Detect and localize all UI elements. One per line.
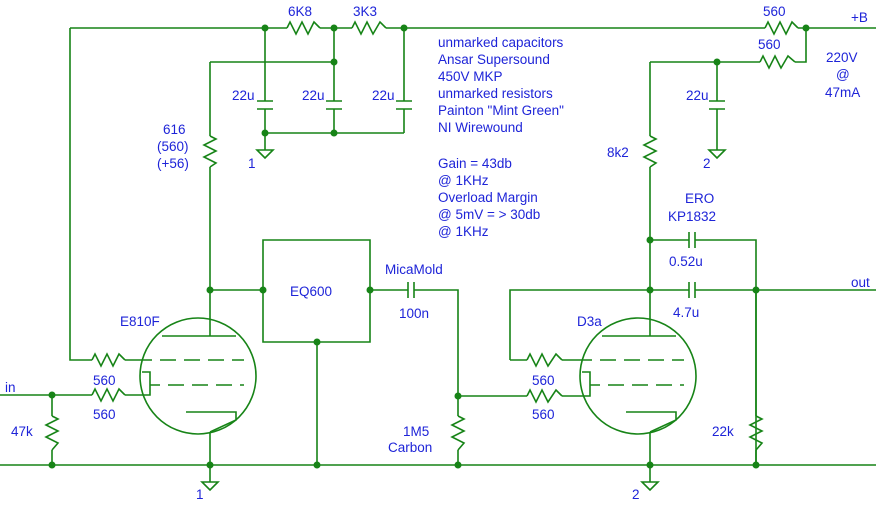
label-r-560-grid2: 560: [93, 407, 116, 422]
label-supply-voltage: 220V: [826, 50, 858, 65]
label-r-1m5: 1M5: [403, 424, 429, 439]
label-supply-at: @: [836, 67, 850, 82]
label-plus-b: +B: [851, 10, 868, 25]
label-r-616-alt1: (560): [157, 139, 189, 154]
label-kp1832: KP1832: [668, 209, 716, 224]
label-in: in: [5, 380, 16, 395]
ground-symbol-2-bottom: [640, 481, 660, 492]
label-ground-1-top: 1: [248, 156, 256, 171]
label-r-1m5-type: Carbon: [388, 440, 432, 455]
resistor-47k: [44, 415, 60, 451]
component-labels: 6K8 3K3 560 560 +B 220V @ 47mA 22u 22u 2…: [5, 4, 870, 502]
resistor-616: [202, 135, 218, 168]
resistor-560-grid3: [526, 352, 563, 368]
note-line: Ansar Supersound: [438, 52, 550, 67]
label-ground-1-bottom: 1: [196, 487, 204, 502]
spec-line: Overload Margin: [438, 190, 538, 205]
spec-line: Gain = 43db: [438, 156, 512, 171]
label-out: out: [851, 275, 870, 290]
label-micamold: MicaMold: [385, 262, 443, 277]
capacitor-22u-d: [709, 100, 725, 110]
label-r-560-second: 560: [758, 37, 781, 52]
ground-symbol-2-top: [707, 149, 727, 160]
spec-line: @ 1KHz: [438, 224, 489, 239]
resistor-1m5: [450, 415, 466, 451]
label-r-3k3: 3K3: [353, 4, 377, 19]
note-line: unmarked resistors: [438, 86, 553, 101]
note-line: NI Wirewound: [438, 120, 523, 135]
label-c-100n: 100n: [399, 306, 429, 321]
wiring: [0, 27, 876, 482]
ground-symbol-1-top: [255, 149, 275, 160]
resistor-8k2: [642, 135, 658, 168]
label-r-560-grid3: 560: [532, 373, 555, 388]
label-ground-2-top: 2: [703, 156, 711, 171]
resistor-22k: [748, 415, 764, 451]
label-r-47k: 47k: [11, 424, 33, 439]
label-ero: ERO: [685, 191, 714, 206]
tube-e810f: [139, 317, 257, 435]
label-r-22k: 22k: [712, 424, 734, 439]
resistor-6k8: [286, 20, 321, 36]
label-r-6k8: 6K8: [288, 4, 312, 19]
label-cap-22u-c: 22u: [372, 88, 395, 103]
label-ground-2-bottom: 2: [632, 487, 640, 502]
label-d3a: D3a: [577, 314, 602, 329]
label-supply-current: 47mA: [825, 85, 860, 100]
capacitor-47u: [688, 282, 696, 298]
label-e810f: E810F: [120, 314, 160, 329]
label-c-052u: 0.52u: [669, 254, 703, 269]
label-r-560-grid4: 560: [532, 407, 555, 422]
spec-line: @ 5mV = > 30db: [438, 207, 540, 222]
label-r-560-top: 560: [763, 4, 786, 19]
note-line: Painton "Mint Green": [438, 103, 564, 118]
capacitor-052u: [688, 232, 696, 248]
note-line: unmarked capacitors: [438, 35, 564, 50]
resistor-560-top: [764, 20, 799, 36]
ground-symbol-1-bottom: [200, 481, 220, 492]
junction-dots: [48, 24, 810, 469]
capacitor-100n: [407, 282, 415, 298]
note-line: 450V MKP: [438, 69, 503, 84]
resistor-560-grid4: [526, 388, 563, 404]
label-eq600: EQ600: [290, 284, 332, 299]
resistor-560-grid1: [91, 352, 126, 368]
spec-line: @ 1KHz: [438, 173, 489, 188]
specs-block: Gain = 43db @ 1KHz Overload Margin @ 5mV…: [438, 156, 540, 239]
resistor-3k3: [351, 20, 387, 36]
label-r-560-grid1: 560: [93, 373, 116, 388]
notes-block: unmarked capacitors Ansar Supersound 450…: [438, 35, 564, 135]
tube-d3a: [579, 317, 697, 435]
label-r-616: 616: [163, 122, 186, 137]
label-cap-22u-d: 22u: [686, 88, 709, 103]
label-r-616-alt2: (+56): [157, 156, 189, 171]
capacitor-22u-c: [396, 100, 412, 110]
capacitor-22u-b: [326, 100, 342, 110]
label-cap-22u-b: 22u: [302, 88, 325, 103]
resistor-560-grid2: [91, 387, 126, 403]
resistor-560-second: [759, 54, 796, 70]
capacitor-22u-a: [257, 100, 273, 110]
label-r-8k2: 8k2: [607, 145, 629, 160]
label-cap-22u-a: 22u: [232, 88, 255, 103]
label-c-47u: 4.7u: [673, 305, 699, 320]
